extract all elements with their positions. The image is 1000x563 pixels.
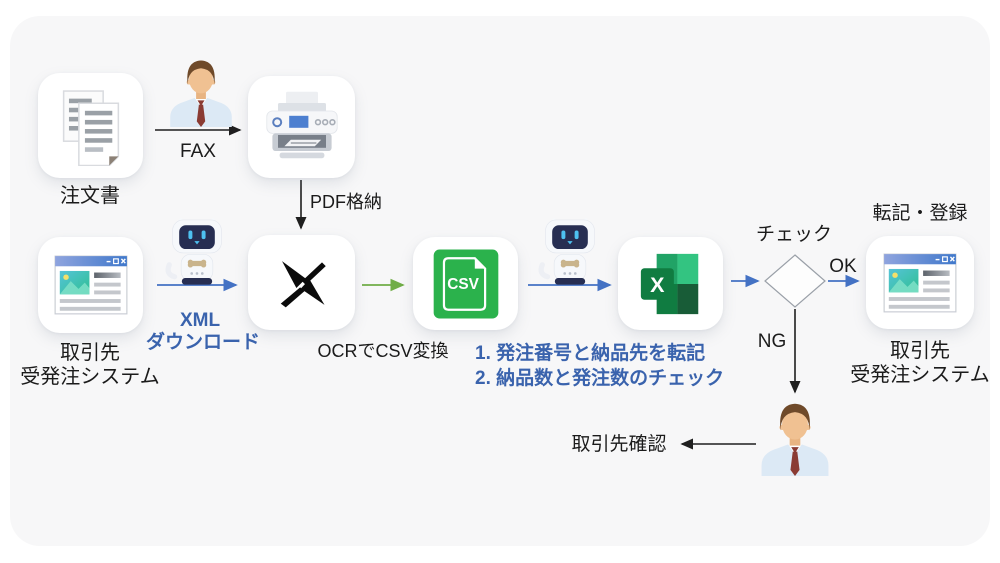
csv-file-icon: CSV bbox=[433, 248, 498, 319]
x-ocr-logo-icon bbox=[280, 260, 326, 307]
left-system-label-1: 取引先 bbox=[60, 342, 120, 364]
excel-icon: X bbox=[640, 253, 698, 314]
excel-x-letter: X bbox=[650, 272, 665, 296]
order-doc-label: 注文書 bbox=[60, 185, 120, 207]
rpa-robot-icon bbox=[165, 217, 222, 285]
ocr-xlogo-card bbox=[248, 235, 355, 330]
right-system-label-1: 取引先 bbox=[890, 340, 950, 362]
documents-icon bbox=[62, 89, 119, 166]
confirm-label: 取引先確認 bbox=[571, 434, 667, 455]
order-doc-card bbox=[38, 73, 143, 178]
printer-icon bbox=[265, 91, 338, 159]
decision-diamond bbox=[764, 254, 826, 308]
left-system-label-2: 受発注システム bbox=[20, 366, 160, 388]
browser-window-icon bbox=[54, 255, 127, 315]
window-controls-icon bbox=[106, 258, 126, 265]
excel-card: X bbox=[618, 237, 723, 330]
check-label: チェック bbox=[755, 224, 833, 245]
ocr-csv-label: OCRでCSV変換 bbox=[317, 341, 449, 361]
register-label: 転記・登録 bbox=[872, 203, 968, 224]
excel-note-1: 1. 発注番号と納品先を転記 bbox=[475, 343, 706, 364]
ok-label: OK bbox=[829, 256, 857, 277]
excel-note-2: 2. 納品数と発注数のチェック bbox=[475, 368, 725, 389]
csv-card: CSV bbox=[413, 237, 518, 330]
fax-person-icon bbox=[170, 60, 232, 127]
browser-left-card bbox=[38, 237, 143, 333]
printer-card bbox=[248, 76, 355, 178]
rpa-robot-icon bbox=[538, 217, 595, 285]
browser-right-card bbox=[866, 236, 974, 329]
right-system-label-2: 受発注システム bbox=[850, 364, 990, 386]
pdf-store-label: PDF格納 bbox=[310, 192, 382, 212]
window-controls-icon bbox=[935, 255, 955, 262]
ng-label: NG bbox=[757, 331, 787, 352]
xml-label-2: ダウンロード bbox=[145, 332, 261, 353]
csv-badge-text: CSV bbox=[447, 276, 479, 293]
fax-label: FAX bbox=[180, 141, 216, 162]
confirm-person-icon bbox=[761, 403, 829, 476]
xml-label-1: XML bbox=[179, 310, 221, 331]
browser-window-icon bbox=[883, 253, 957, 312]
